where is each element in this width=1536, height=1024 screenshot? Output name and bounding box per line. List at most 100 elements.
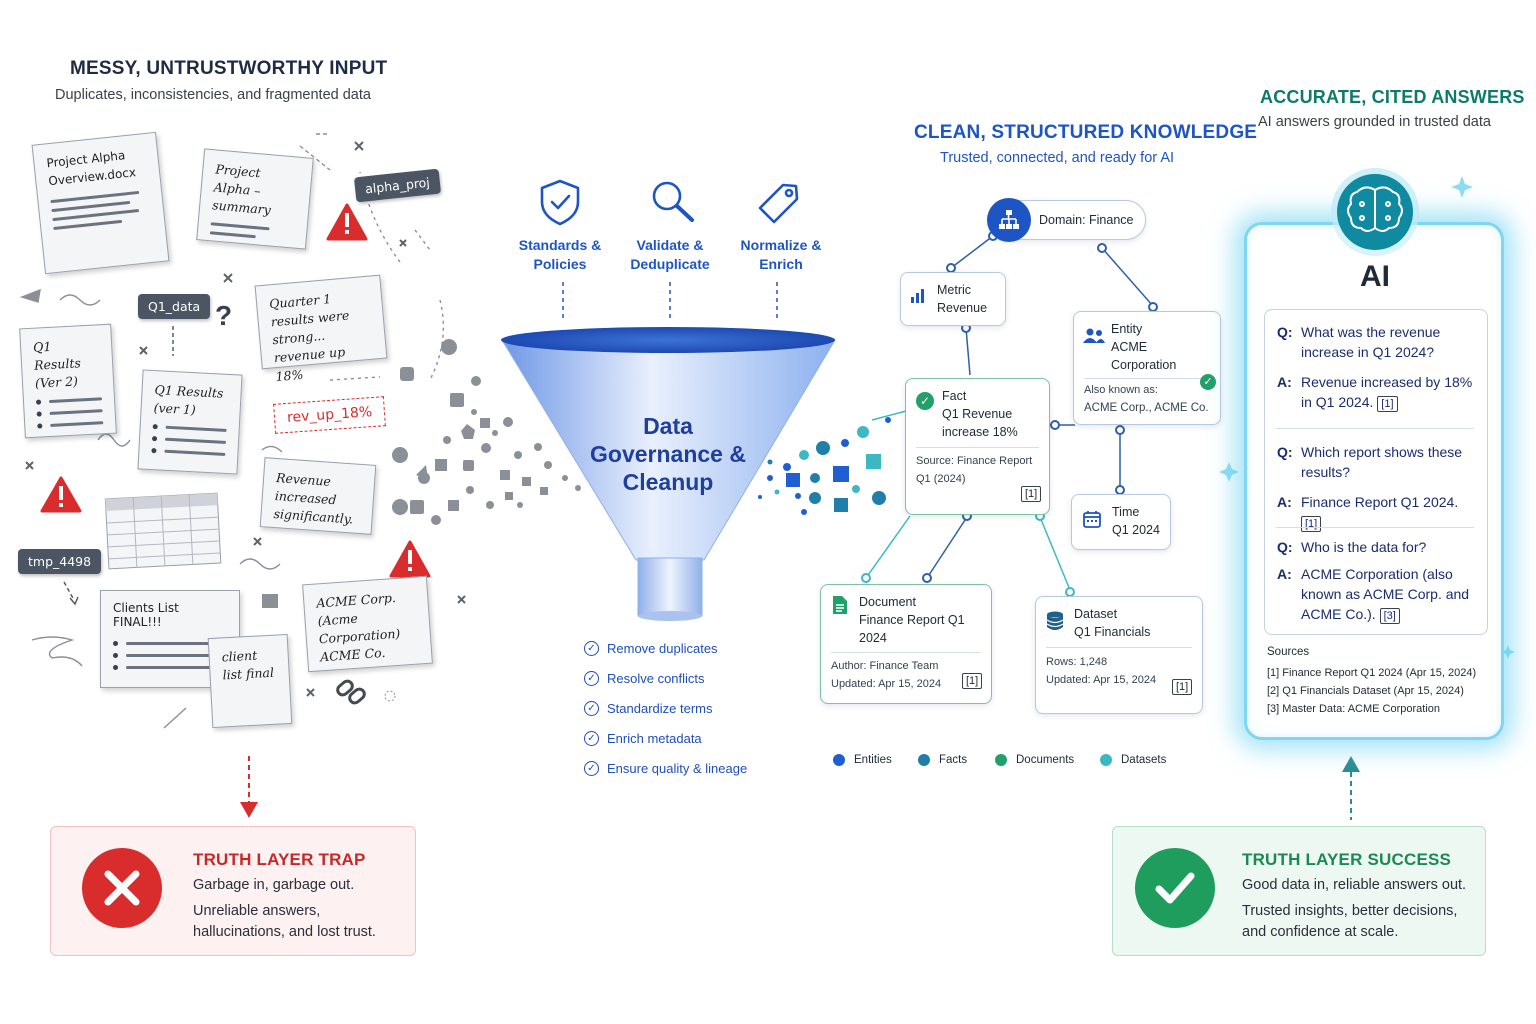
note-text: ACME Corp. (Acme Corporation) ACME Co. bbox=[315, 589, 401, 665]
answer-2: A:Finance Report Q1 2024. [1] bbox=[1277, 494, 1459, 532]
checklist-item: ✓Standardize terms bbox=[584, 701, 713, 716]
knowledge-subtitle: Trusted, connected, and ready for AI bbox=[940, 150, 1175, 166]
domain-finance-node: Domain: Finance bbox=[987, 198, 1146, 242]
node-value: Finance Report Q1 2024 bbox=[859, 613, 965, 645]
x-marks bbox=[25, 141, 466, 697]
shield-check-icon bbox=[540, 179, 580, 226]
revenue-increased-note: Revenue increased significantly. bbox=[259, 457, 377, 535]
node-type: Fact bbox=[942, 389, 967, 403]
clean-data-particles bbox=[758, 417, 891, 515]
entity-node: Entity ACME Corporation Also known as: A… bbox=[1073, 311, 1221, 425]
source-item: [3] Master Data: ACME Corporation bbox=[1267, 703, 1441, 715]
checklist-item: ✓Remove duplicates bbox=[584, 641, 718, 656]
org-chart-icon bbox=[987, 198, 1031, 242]
answer-3: A:ACME Corporation (also known as ACME C… bbox=[1277, 566, 1470, 624]
ai-label: AI bbox=[1360, 260, 1390, 293]
messy-input-subtitle: Duplicates, inconsistencies, and fragmen… bbox=[55, 87, 371, 103]
node-type: Dataset bbox=[1074, 607, 1118, 621]
project-alpha-summary-note: Project Alpha – summary bbox=[196, 148, 314, 250]
step-normalize-label: Normalize & Enrich bbox=[740, 237, 822, 272]
citation-badge: [3] bbox=[1379, 608, 1400, 624]
scribbles bbox=[19, 133, 444, 729]
legend-facts: Facts bbox=[918, 754, 967, 766]
answers-subtitle: AI answers grounded in trusted data bbox=[1258, 114, 1491, 130]
note-text: Revenue increased significantly. bbox=[273, 470, 354, 527]
q1-data-tag: Q1_data bbox=[138, 294, 211, 319]
check-circle-icon: ✓ bbox=[584, 701, 599, 716]
node-type: Entity bbox=[1111, 322, 1143, 336]
citation-badge: [1] bbox=[1172, 679, 1193, 695]
note-text: Quarter 1 results were strong... revenue… bbox=[268, 291, 350, 384]
node-value: Revenue bbox=[937, 301, 988, 315]
check-circle-icon: ✓ bbox=[584, 761, 599, 776]
answer-1: A:Revenue increased by 18% in Q1 2024. [… bbox=[1277, 374, 1473, 412]
dataset-node: Dataset Q1 Financials Rows: 1,248 Update… bbox=[1035, 596, 1203, 714]
document-icon bbox=[833, 596, 847, 614]
step-validate-label: Validate & Deduplicate bbox=[630, 237, 710, 272]
source-item: [2] Q1 Financials Dataset (Apr 15, 2024) bbox=[1267, 685, 1464, 697]
doc-title: Q1 Results (ver 1) bbox=[153, 382, 224, 418]
knowledge-title: CLEAN, STRUCTURED KNOWLEDGE bbox=[914, 122, 1258, 143]
broken-link-icon bbox=[336, 679, 366, 705]
tag-icon bbox=[758, 183, 799, 224]
qa-box bbox=[1264, 309, 1488, 635]
metric-node: Metric Revenue bbox=[900, 272, 1006, 326]
citation-badge: [1] bbox=[1021, 486, 1042, 502]
document-author: Author: Finance Team bbox=[831, 660, 939, 672]
dataset-updated: Updated: Apr 15, 2024 bbox=[1046, 674, 1157, 686]
sources-label: Sources bbox=[1267, 646, 1310, 658]
step-standards-label: Standards & Policies bbox=[518, 237, 602, 272]
dataset-rows: Rows: 1,248 bbox=[1046, 656, 1108, 668]
document-node: Document Finance Report Q1 2024 Author: … bbox=[820, 584, 992, 704]
bar-chart-icon bbox=[911, 289, 924, 303]
checklist-item: ✓Resolve conflicts bbox=[584, 671, 705, 686]
doc-title: Clients List FINAL!!! bbox=[113, 601, 179, 629]
check-circle-icon: ✓ bbox=[584, 641, 599, 656]
warning-icon bbox=[40, 203, 431, 578]
checklist-item: ✓Enrich metadata bbox=[584, 731, 702, 746]
aka-label: Also known as: bbox=[1084, 384, 1158, 396]
messy-input-title: MESSY, UNTRUSTWORTHY INPUT bbox=[70, 58, 388, 79]
client-list-final-note: client list final bbox=[207, 633, 293, 729]
trap-line-1: Garbage in, garbage out. bbox=[193, 877, 355, 893]
database-icon bbox=[1046, 611, 1064, 630]
check-circle-icon: ✓ bbox=[584, 671, 599, 686]
spreadsheet-icon bbox=[104, 492, 222, 570]
node-type: Metric bbox=[937, 283, 972, 297]
funnel-label: Data Governance & Cleanup bbox=[590, 413, 746, 495]
question-3: Q:Who is the data for? bbox=[1277, 539, 1427, 555]
tmp-tag: tmp_4498 bbox=[18, 549, 102, 574]
graph-edges bbox=[865, 235, 1154, 591]
check-circle-icon: ✓ bbox=[584, 731, 599, 746]
trap-line-2: Unreliable answers, hallucinations, and … bbox=[193, 903, 376, 940]
question-mark: ? bbox=[215, 300, 233, 331]
q1-results-v1-doc: Q1 Results (ver 1) bbox=[137, 369, 243, 475]
doc-title: Q1 Results (Ver 2) bbox=[32, 338, 82, 391]
check-circle-icon: ✓ bbox=[916, 392, 934, 410]
quarter-1-results-note: Quarter 1 results were strong... revenue… bbox=[254, 274, 388, 384]
success-title: TRUTH LAYER SUCCESS bbox=[1242, 850, 1452, 869]
node-value: Q1 Financials bbox=[1074, 625, 1151, 639]
question-1: Q:What was the revenue increase in Q1 20… bbox=[1277, 324, 1441, 360]
fact-source: Source: Finance Report Q1 (2024) bbox=[916, 455, 1033, 485]
citation-badge: [1] bbox=[962, 673, 983, 689]
fact-node: ✓ Fact Q1 Revenue increase 18% Source: F… bbox=[905, 378, 1050, 515]
legend-documents: Documents bbox=[995, 754, 1074, 766]
down-arrow bbox=[240, 756, 258, 818]
trap-title: TRUTH LAYER TRAP bbox=[193, 850, 366, 869]
q1-results-v2-doc: Q1 Results (Ver 2) bbox=[19, 323, 117, 439]
node-value: Q1 2024 bbox=[1112, 523, 1160, 537]
checklist-item: ✓Ensure quality & lineage bbox=[584, 761, 747, 776]
magnifier-icon bbox=[652, 181, 694, 222]
node-type: Document bbox=[859, 595, 916, 609]
aka-value: ACME Corp., ACME Co. bbox=[1084, 402, 1209, 414]
citation-badge: [1] bbox=[1301, 516, 1322, 532]
calendar-icon bbox=[1083, 511, 1101, 528]
legend-datasets: Datasets bbox=[1100, 754, 1166, 766]
error-x-icon bbox=[82, 848, 162, 928]
node-type: Time bbox=[1112, 505, 1140, 519]
up-arrow bbox=[1342, 756, 1360, 820]
node-value: Q1 Revenue increase 18% bbox=[942, 407, 1018, 439]
acme-names-note: ACME Corp. (Acme Corporation) ACME Co. bbox=[302, 575, 433, 673]
success-check-icon bbox=[1135, 848, 1215, 928]
